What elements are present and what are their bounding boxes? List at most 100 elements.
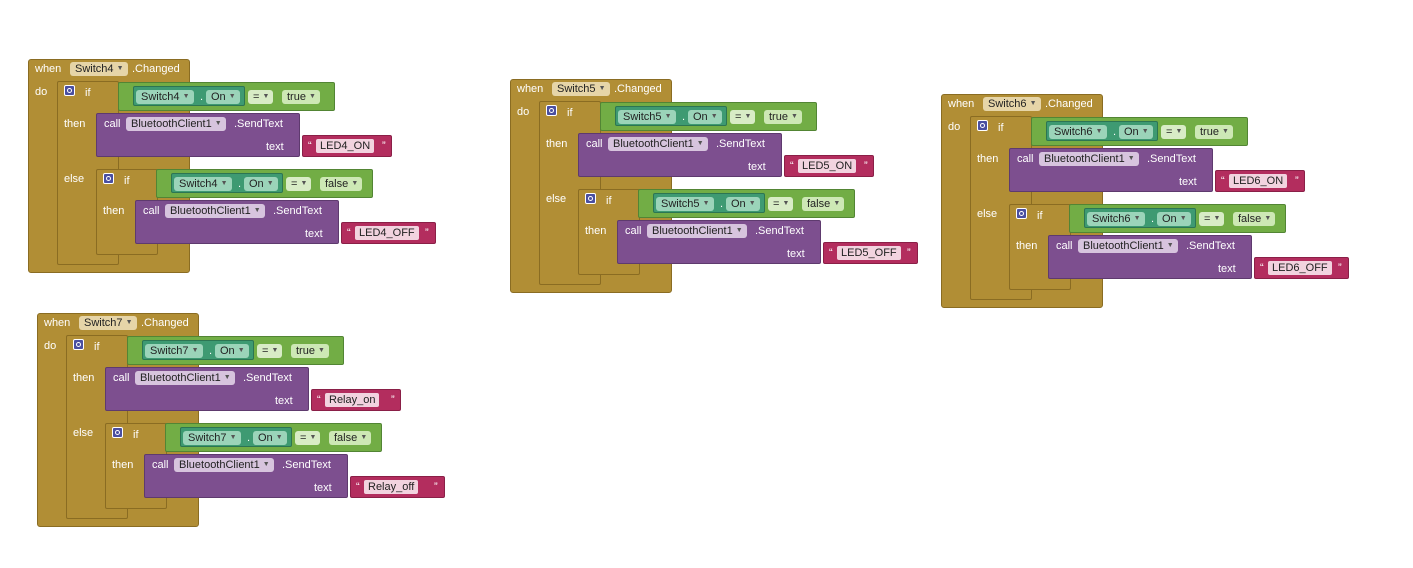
chevron-down-icon: ▼ bbox=[696, 140, 704, 147]
property-dropdown-label: On bbox=[211, 91, 226, 103]
quote-open: “ bbox=[790, 160, 794, 172]
gear-icon[interactable] bbox=[73, 339, 84, 350]
boolean-dropdown[interactable]: false▼ bbox=[1233, 212, 1276, 226]
quote-open: “ bbox=[1260, 262, 1264, 274]
gear-icon[interactable] bbox=[585, 193, 596, 204]
call-label: call bbox=[1056, 240, 1073, 252]
chevron-down-icon: ▼ bbox=[1175, 128, 1183, 135]
string-value[interactable]: LED4_ON bbox=[316, 139, 375, 153]
component-dropdown[interactable]: BluetoothClient1▼ bbox=[647, 224, 747, 238]
property-dropdown-label: On bbox=[258, 432, 273, 444]
operator-dropdown[interactable]: =▼ bbox=[248, 90, 274, 104]
component-dropdown-label: BluetoothClient1 bbox=[1083, 240, 1164, 252]
component-dropdown[interactable]: BluetoothClient1▼ bbox=[165, 204, 265, 218]
component-dropdown-label: BluetoothClient1 bbox=[1044, 153, 1125, 165]
property-dropdown[interactable]: On▼ bbox=[726, 197, 760, 211]
boolean-dropdown[interactable]: true▼ bbox=[1195, 125, 1233, 139]
chevron-down-icon: ▼ bbox=[318, 347, 325, 354]
component-dropdown-label: Switch4 bbox=[141, 91, 180, 103]
component-dropdown[interactable]: Switch5▼ bbox=[656, 197, 714, 211]
operator-dropdown[interactable]: =▼ bbox=[1161, 125, 1187, 139]
then-label: then bbox=[546, 138, 568, 150]
property-dropdown[interactable]: On▼ bbox=[688, 110, 722, 124]
gear-icon[interactable] bbox=[112, 427, 123, 438]
component-dropdown[interactable]: Switch4▼ bbox=[70, 62, 128, 76]
chevron-down-icon: ▼ bbox=[191, 347, 199, 354]
operator-dropdown[interactable]: =▼ bbox=[768, 197, 794, 211]
component-dropdown[interactable]: BluetoothClient1▼ bbox=[174, 458, 274, 472]
chevron-down-icon: ▼ bbox=[116, 65, 124, 72]
boolean-dropdown[interactable]: true▼ bbox=[291, 344, 329, 358]
string-value[interactable]: LED5_OFF bbox=[837, 246, 901, 260]
boolean-dropdown[interactable]: true▼ bbox=[282, 90, 320, 104]
property-dropdown-label: On bbox=[731, 198, 746, 210]
chevron-down-icon: ▼ bbox=[833, 200, 841, 207]
component-dropdown[interactable]: BluetoothClient1▼ bbox=[608, 137, 708, 151]
chevron-down-icon: ▼ bbox=[1179, 215, 1187, 222]
component-dropdown[interactable]: BluetoothClient1▼ bbox=[126, 117, 226, 131]
component-dropdown[interactable]: Switch5▼ bbox=[552, 82, 610, 96]
gear-icon[interactable] bbox=[103, 173, 114, 184]
component-dropdown[interactable]: Switch7▼ bbox=[183, 431, 241, 445]
property-dropdown[interactable]: On▼ bbox=[1157, 212, 1191, 226]
component-dropdown[interactable]: Switch4▼ bbox=[136, 90, 194, 104]
boolean-dropdown[interactable]: false▼ bbox=[329, 431, 372, 445]
if-label: if bbox=[998, 122, 1004, 134]
component-dropdown[interactable]: Switch6▼ bbox=[1049, 125, 1107, 139]
operator-dropdown[interactable]: =▼ bbox=[1199, 212, 1225, 226]
gear-icon[interactable] bbox=[64, 85, 75, 96]
component-dropdown-label: Switch6 bbox=[1092, 213, 1131, 225]
quote-close: ” bbox=[864, 160, 868, 172]
dot-label: . bbox=[247, 432, 251, 444]
operator-dropdown[interactable]: =▼ bbox=[730, 110, 756, 124]
component-dropdown[interactable]: Switch6▼ bbox=[983, 97, 1041, 111]
boolean-dropdown[interactable]: false▼ bbox=[320, 177, 363, 191]
property-dropdown[interactable]: On▼ bbox=[206, 90, 240, 104]
gear-icon[interactable] bbox=[546, 105, 557, 116]
method-label: .SendText bbox=[755, 225, 804, 237]
property-dropdown[interactable]: On▼ bbox=[215, 344, 249, 358]
property-dropdown-label: On bbox=[1124, 126, 1139, 138]
component-dropdown[interactable]: Switch5▼ bbox=[618, 110, 676, 124]
string-value[interactable]: LED6_OFF bbox=[1268, 261, 1332, 275]
boolean-dropdown-label: false bbox=[807, 198, 831, 210]
component-dropdown[interactable]: BluetoothClient1▼ bbox=[1039, 152, 1139, 166]
text-label: text bbox=[266, 141, 284, 153]
string-value[interactable]: Relay_on bbox=[325, 393, 380, 407]
component-dropdown[interactable]: Switch4▼ bbox=[174, 177, 232, 191]
string-value[interactable]: Relay_off bbox=[364, 480, 419, 494]
else-label: else bbox=[546, 193, 567, 205]
chevron-down-icon: ▼ bbox=[735, 227, 743, 234]
call-label: call bbox=[113, 372, 130, 384]
property-dropdown[interactable]: On▼ bbox=[1119, 125, 1153, 139]
changed-label: .Changed bbox=[141, 317, 189, 329]
boolean-dropdown-label: false bbox=[334, 432, 358, 444]
do-label: do bbox=[948, 121, 961, 133]
component-dropdown[interactable]: BluetoothClient1▼ bbox=[1078, 239, 1178, 253]
then-label: then bbox=[977, 153, 999, 165]
dot-label: . bbox=[682, 111, 686, 123]
string-value[interactable]: LED6_ON bbox=[1229, 174, 1288, 188]
operator-dropdown[interactable]: =▼ bbox=[286, 177, 312, 191]
gear-icon[interactable] bbox=[977, 120, 988, 131]
property-dropdown[interactable]: On▼ bbox=[244, 177, 278, 191]
boolean-dropdown[interactable]: true▼ bbox=[764, 110, 802, 124]
property-dropdown[interactable]: On▼ bbox=[253, 431, 287, 445]
component-dropdown[interactable]: BluetoothClient1▼ bbox=[135, 371, 235, 385]
component-dropdown[interactable]: Switch7▼ bbox=[79, 316, 137, 330]
component-dropdown-label: Switch5 bbox=[661, 198, 700, 210]
boolean-dropdown[interactable]: false▼ bbox=[802, 197, 845, 211]
string-value[interactable]: LED5_ON bbox=[798, 159, 857, 173]
component-dropdown[interactable]: Switch6▼ bbox=[1087, 212, 1145, 226]
component-dropdown[interactable]: Switch7▼ bbox=[145, 344, 203, 358]
call-label: call bbox=[586, 138, 603, 150]
operator-dropdown[interactable]: =▼ bbox=[257, 344, 283, 358]
chevron-down-icon: ▼ bbox=[214, 120, 222, 127]
string-value[interactable]: LED4_OFF bbox=[355, 226, 419, 240]
gear-icon[interactable] bbox=[1016, 208, 1027, 219]
chevron-down-icon: ▼ bbox=[782, 200, 790, 207]
operator-dropdown[interactable]: =▼ bbox=[295, 431, 321, 445]
then-label: then bbox=[103, 205, 125, 217]
dot-label: . bbox=[238, 178, 242, 190]
